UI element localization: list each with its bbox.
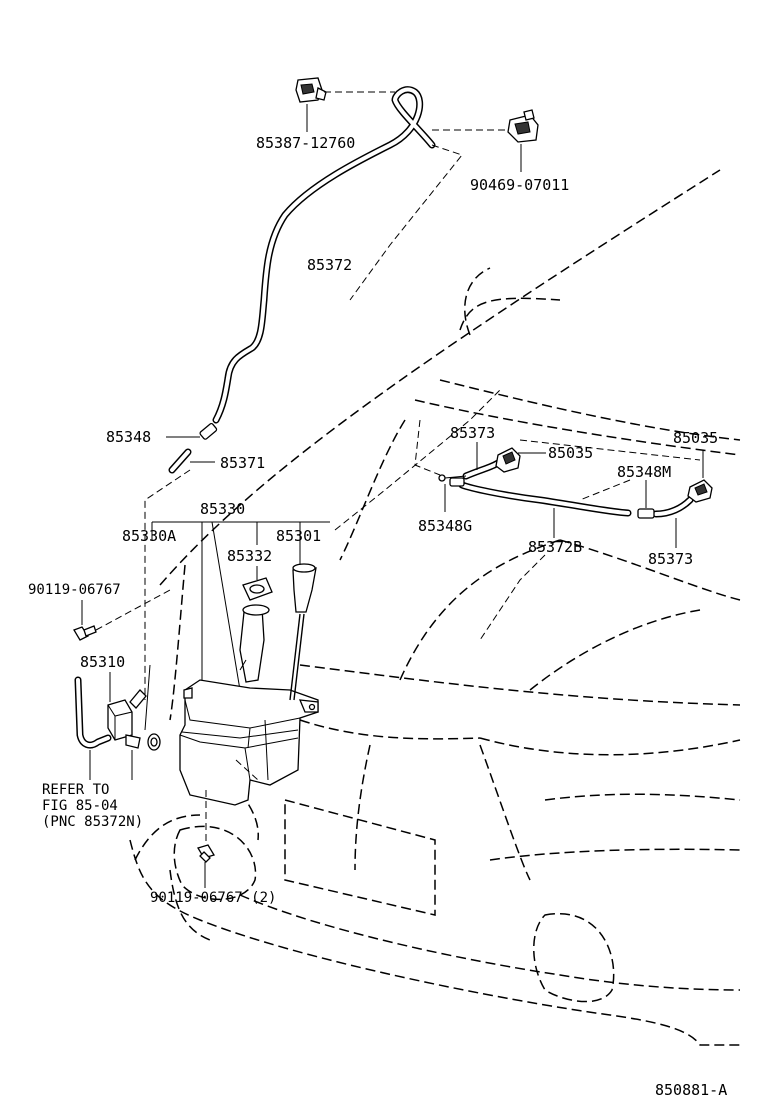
label-85301: 85301 — [276, 527, 321, 545]
vehicle-body-outline — [129, 169, 741, 1046]
hose-85372B — [458, 481, 632, 517]
label-90469-07011: 90469-07011 — [470, 176, 569, 194]
hose-85373-bottom — [652, 496, 694, 518]
part-labels: 85387-12760 90469-07011 85372 85348 8537… — [28, 134, 727, 1099]
label-85330: 85330 — [200, 500, 245, 518]
nozzle-85035-left-icon — [495, 447, 521, 473]
cap-85301-icon — [289, 563, 317, 701]
label-85373-bottom: 85373 — [648, 550, 693, 568]
label-85310: 85310 — [80, 653, 125, 671]
label-refer-line1: REFER TO — [42, 782, 109, 798]
hose-85373-top — [462, 459, 502, 480]
label-90119-06767: 90119-06767 — [28, 582, 121, 598]
label-refer-line2: FIG 85-04 — [42, 798, 118, 814]
label-85330A: 85330A — [122, 527, 176, 545]
clip-90469-icon — [507, 109, 539, 143]
label-85371: 85371 — [220, 454, 265, 472]
label-bracket-85330 — [151, 521, 330, 691]
diagram-id: 850881-A — [655, 1081, 727, 1099]
nozzle-85035-right-icon — [687, 479, 713, 503]
bolt-bottom-icon — [197, 844, 215, 863]
grommet-icon — [147, 733, 161, 751]
label-85035-left: 85035 — [548, 444, 593, 462]
pump-85310-icon — [107, 689, 147, 749]
label-85372: 85372 — [307, 256, 352, 274]
hose-85371 — [168, 448, 192, 474]
joint-85348M-icon — [637, 508, 655, 519]
washer-tank-85330A-icon — [179, 604, 319, 806]
refer-hose — [74, 676, 112, 749]
label-refer-line3: (PNC 85372N) — [42, 814, 143, 830]
label-85348: 85348 — [106, 428, 151, 446]
gasket-85332-icon — [242, 577, 273, 601]
label-85372B: 85372B — [528, 538, 582, 556]
label-85035-right: 85035 — [673, 429, 718, 447]
hose-85372 — [212, 86, 436, 424]
joint-85348-icon — [199, 422, 218, 440]
joint-85348G-icon — [438, 474, 465, 487]
bolt-90119-icon — [73, 625, 97, 641]
label-85387-12760: 85387-12760 — [256, 134, 355, 152]
clip-85387-icon — [295, 77, 327, 103]
label-85348M: 85348M — [617, 463, 671, 481]
label-85373-top: 85373 — [450, 424, 495, 442]
label-90119-06767-2: 90119-06767 (2) — [150, 890, 276, 906]
label-85348G: 85348G — [418, 517, 472, 535]
label-85332: 85332 — [227, 547, 272, 565]
